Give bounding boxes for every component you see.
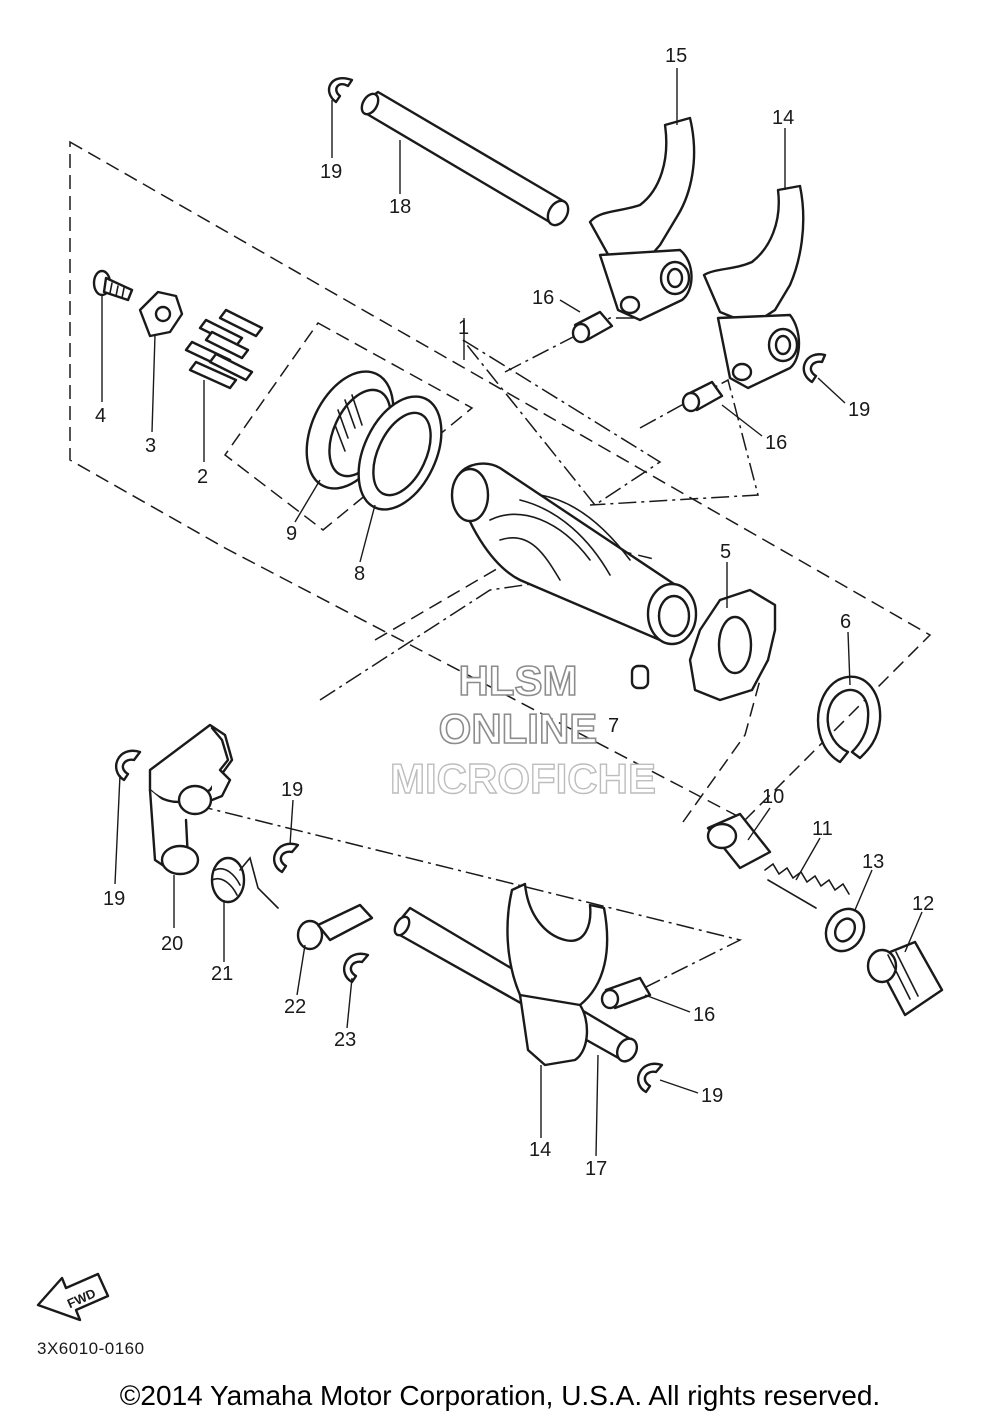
bearing-group-boundary — [223, 322, 474, 531]
callout-5: 5 — [720, 541, 731, 563]
circlip-19-lower-mid — [272, 842, 300, 874]
shift-fork-shaft-18 — [360, 90, 570, 227]
callout-21: 21 — [211, 963, 233, 985]
callout-4: 4 — [95, 405, 106, 427]
callout-14-upper: 14 — [772, 107, 794, 129]
watermark: HLSM ONLINE MICROFICHE — [389, 656, 656, 803]
shift-lever-20 — [148, 723, 234, 876]
detent-plunger-10 — [706, 812, 772, 870]
callout-15: 15 — [665, 45, 687, 67]
callout-19-top: 19 — [320, 161, 342, 183]
dowel-pins-2 — [184, 308, 264, 390]
fwd-arrow: FWD — [36, 1272, 110, 1322]
callout-17: 17 — [585, 1158, 607, 1180]
shift-drum-assembly-boundary — [69, 140, 932, 821]
circlip-6 — [816, 675, 882, 764]
watermark-line-3: MICROFICHE — [390, 755, 656, 802]
callout-16-lower: 16 — [693, 1004, 715, 1026]
callout-19-mid: 19 — [281, 779, 303, 801]
watermark-line-1: HLSM — [459, 657, 578, 704]
callout-labels: 1 2 3 4 5 6 7 8 9 10 11 12 13 14 14 15 1… — [95, 45, 934, 1180]
callout-8: 8 — [354, 563, 365, 585]
callout-11: 11 — [812, 818, 833, 840]
guide-pin-16-c — [600, 976, 652, 1010]
circlip-19-top — [327, 77, 354, 104]
circlip-23 — [342, 952, 370, 984]
guide-pin-16-a — [571, 310, 614, 344]
plug-12 — [866, 940, 944, 1017]
callout-14-lower: 14 — [529, 1139, 551, 1161]
shift-fork-14-upper — [702, 184, 805, 390]
callout-19-left: 19 — [103, 888, 125, 910]
spring-11 — [764, 862, 850, 909]
callout-23: 23 — [334, 1029, 356, 1051]
callout-6: 6 — [840, 611, 851, 633]
callout-3: 3 — [145, 435, 156, 457]
callout-7: 7 — [608, 715, 619, 737]
callout-22: 22 — [284, 996, 306, 1018]
guide-pin-16-b — [681, 380, 724, 413]
washer-22 — [296, 903, 374, 951]
washer-13 — [824, 907, 866, 953]
screw-4 — [92, 269, 134, 302]
circlip-19-lower-right — [636, 1062, 664, 1094]
callout-16-upper: 16 — [532, 287, 554, 309]
bearing-plate-8 — [357, 395, 443, 511]
shift-drum-segment-5 — [688, 588, 777, 702]
fwd-arrow-icon — [36, 1272, 110, 1322]
shift-shaft-centerline — [194, 804, 743, 991]
callout-19-lower-right: 19 — [701, 1085, 723, 1107]
shift-drum — [450, 462, 698, 646]
dowel-pin-7 — [630, 664, 650, 690]
callout-20: 20 — [161, 933, 183, 955]
detent-boundary — [682, 679, 761, 823]
copyright-notice: ©2014 Yamaha Motor Corporation, U.S.A. A… — [120, 1380, 880, 1411]
watermark-line-2: ONLINE — [439, 705, 598, 752]
callout-19-right: 19 — [848, 399, 870, 421]
diagram-code: 3X6010-0160 — [37, 1339, 145, 1358]
shift-fork-14-lower — [506, 882, 609, 1067]
item-1-bracket — [462, 339, 662, 507]
callout-10: 10 — [762, 786, 784, 808]
shift-fork-15 — [588, 116, 696, 322]
leader-lines — [101, 68, 923, 1157]
fork-15-pin-line — [504, 317, 635, 373]
callout-13: 13 — [862, 851, 884, 873]
circlip-19-lower-left — [114, 749, 142, 782]
fork-14-pin-line — [589, 378, 759, 506]
assembly-boundaries — [69, 140, 932, 991]
callout-9: 9 — [286, 523, 297, 545]
circlip-19-right — [802, 353, 827, 384]
callout-1: 1 — [458, 317, 469, 339]
drum-lower-centerline — [319, 581, 546, 701]
retainer-3 — [138, 290, 184, 338]
callout-2: 2 — [197, 466, 208, 488]
callout-16-right: 16 — [765, 432, 787, 454]
callout-12: 12 — [912, 893, 934, 915]
callout-18: 18 — [389, 196, 411, 218]
torsion-spring-21 — [210, 856, 279, 909]
